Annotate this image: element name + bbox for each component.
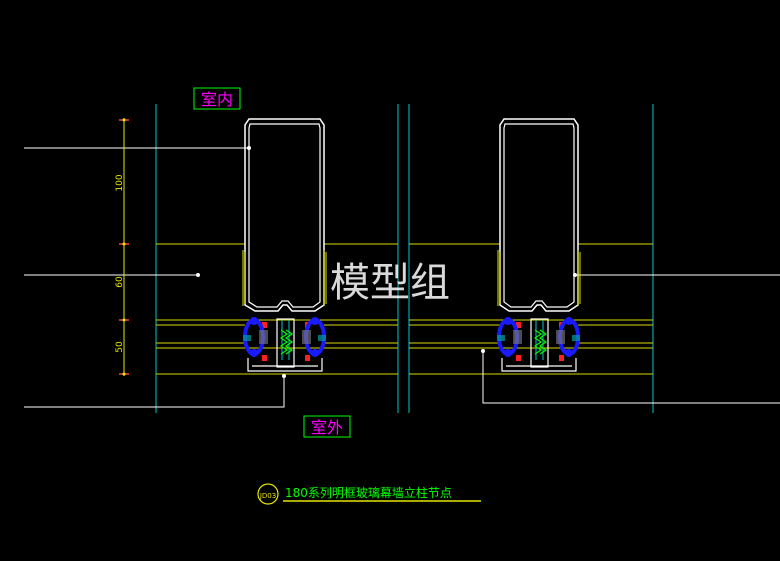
title-symbol [257,483,279,505]
dimension-chain [119,118,129,376]
dimension-100: 100 [115,174,125,191]
dimension-60: 60 [115,276,125,288]
watermark: 模型组 [330,260,450,306]
glass-lines [156,243,653,375]
leader-lines [24,146,780,408]
drawing-title: 180系列明框玻璃幕墙立柱节点 [285,485,452,500]
mullion-profile-left [242,118,327,372]
title-mark: JD03 [259,492,276,500]
outdoor-label-box [303,415,351,438]
cyan-vertical-lines [155,104,654,413]
indoor-label-box [193,87,241,110]
mullion-profile-right [497,118,581,372]
indoor-label: 室内 [201,90,233,109]
outdoor-label: 室外 [311,418,343,437]
title-block: JD03 180系列明框玻璃幕墙立柱节点 [257,483,481,505]
dimension-50: 50 [115,341,125,353]
